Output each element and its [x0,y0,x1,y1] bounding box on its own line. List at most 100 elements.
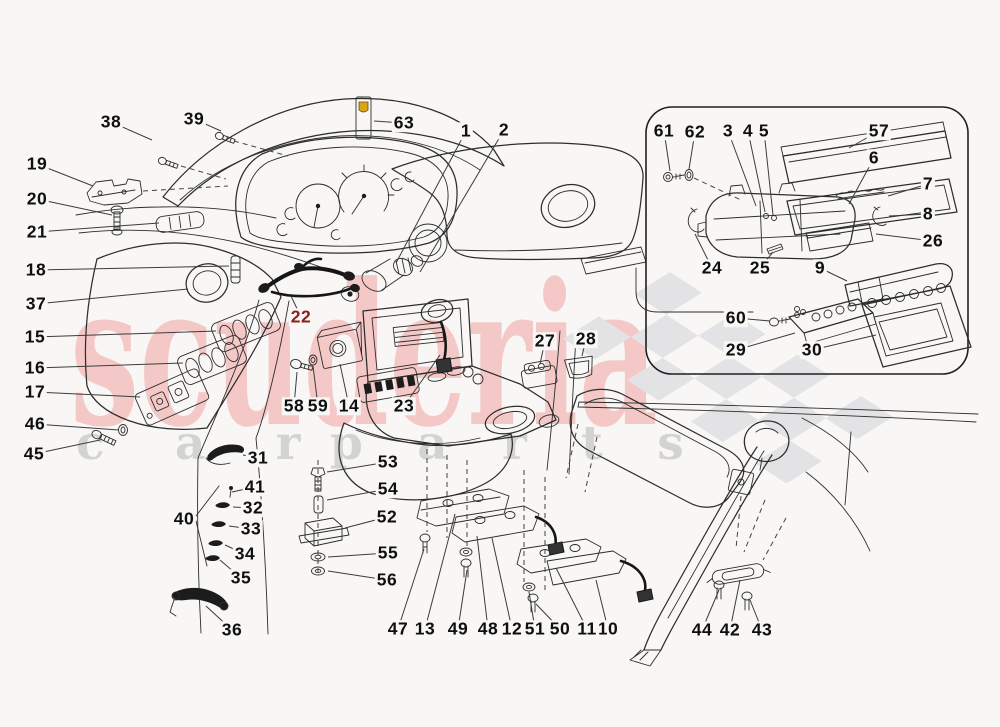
part-label-2: 2 [496,119,512,140]
leader-line-48 [476,535,489,630]
leader-line-18 [35,265,230,271]
lighter-23-drawing [420,298,454,374]
part-label-47: 47 [385,618,411,639]
part-label-10: 10 [595,618,621,639]
part-label-6: 6 [866,147,882,168]
part-label-27: 27 [532,330,558,351]
part-label-50: 50 [547,618,573,639]
part-label-20: 20 [24,188,50,209]
part-label-44: 44 [689,619,715,640]
strip-21-drawing [155,211,205,233]
part-label-8: 8 [920,203,936,224]
part-label-9: 9 [812,257,828,278]
part-label-53: 53 [375,451,401,472]
centre-stack-drawing [356,298,560,447]
part-label-58: 58 [281,395,307,416]
part-label-34: 34 [232,543,258,564]
part-label-40: 40 [171,508,197,529]
arm-36-drawing [169,587,229,617]
part-label-46: 46 [22,413,48,434]
part-label-1: 1 [458,120,474,141]
leader-line-16 [34,362,184,369]
screw-20-drawing [110,205,124,236]
part-label-56: 56 [374,569,400,590]
part-label-33: 33 [238,518,264,539]
part-label-54: 54 [375,478,401,499]
glovebox-parts-drawing [663,121,958,260]
dashed-helper-lines [142,140,787,592]
part-label-25: 25 [747,257,773,278]
ignition-switch-drawing [361,255,424,292]
part-label-38: 38 [98,111,124,132]
part-label-45: 45 [21,443,47,464]
part-label-32: 32 [240,497,266,518]
dashboard-right-drawing [340,142,647,302]
leader-line-11 [555,567,588,630]
leader-line-20 [36,198,113,216]
part-label-18: 18 [23,259,49,280]
part-label-24: 24 [699,257,725,278]
bracket-19-drawing [86,178,143,206]
leader-line-5 [763,130,774,216]
part-label-37: 37 [23,293,49,314]
part-label-23: 23 [391,395,417,416]
part-label-36: 36 [219,619,245,640]
a-pillar-drawing [577,401,979,667]
inset-box [635,106,969,375]
leader-line-2 [419,129,505,273]
dash-left-wing-drawing [84,242,282,430]
part-label-30: 30 [799,339,825,360]
part-label-21: 21 [24,221,50,242]
leader-line-12 [491,537,513,630]
part-label-11: 11 [575,618,599,639]
clips-32-35-drawing [195,485,233,567]
instrument-cluster-drawing [235,136,458,254]
part-label-13: 13 [412,618,438,639]
part-label-43: 43 [749,619,775,640]
leader-line-3 [727,130,757,207]
part-label-12: 12 [499,618,525,639]
screw-38-drawing [157,156,179,169]
leader-line-4 [747,130,766,213]
bracket-group-drawing [416,488,654,613]
part-label-7: 7 [920,173,936,194]
checkered-flag-watermark [563,272,894,484]
part-label-19: 19 [24,153,50,174]
screw-39-drawing [214,131,236,144]
leader-line-49 [457,569,468,630]
dash-shelf-drawing [75,206,341,275]
part-label-55: 55 [375,542,401,563]
leader-line-47 [397,548,425,630]
part-label-49: 49 [445,618,471,639]
leader-line-17 [34,391,141,398]
part-label-31: 31 [245,447,271,468]
part-label-35: 35 [228,567,254,588]
part-label-60: 60 [723,307,749,328]
part-label-16: 16 [22,357,48,378]
washer-59-drawing [308,354,318,366]
part-label-61: 61 [651,120,677,141]
part-label-57: 57 [866,120,892,141]
part-label-48: 48 [475,618,501,639]
part-label-22: 22 [288,306,314,327]
part-label-63: 63 [391,112,417,133]
part-label-62: 62 [682,121,708,142]
part-label-28: 28 [573,328,599,349]
trim-31-drawing [205,444,245,465]
part-label-42: 42 [717,619,743,640]
switch-28-drawing [564,355,593,379]
part-label-17: 17 [22,381,48,402]
part-label-39: 39 [181,108,207,129]
part-label-5: 5 [756,120,772,141]
leader-line-46 [34,423,120,431]
wiring-harness-22-drawing [258,257,360,298]
leader-line-15 [34,330,217,338]
part-label-41: 41 [242,476,268,497]
part-label-4: 4 [740,120,756,141]
leader-line-21 [36,222,160,233]
armrest-drawing [338,388,745,508]
cluster-hood-drawing [162,97,505,207]
